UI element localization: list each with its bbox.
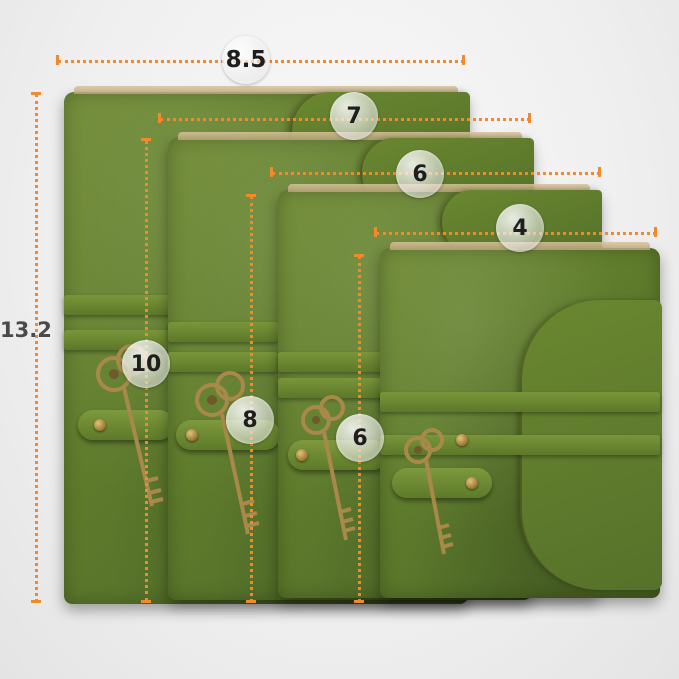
journal-medium-large-rivet [186,429,198,441]
width-badge-large: 8.5 [222,36,270,84]
journal-medium-rivet [296,449,308,461]
height-line-small-end [354,600,364,603]
journal-medium-strap [278,352,388,372]
height-line-medium-large-end [141,138,151,141]
key-icon [301,395,356,541]
width-line-medium-end [598,167,601,177]
width-line-medium-large-end [528,113,531,123]
width-line-medium-end [270,167,273,177]
journal-medium-large-strap [168,322,278,342]
journal-small-rivet-upper [456,434,468,446]
height-line-large [35,94,38,602]
height-line-medium-end [246,194,256,197]
width-line-small-end [374,227,377,237]
height-line-small-end [354,254,364,257]
height-line-large-end [31,92,41,95]
journal-small-strap-lower [380,435,660,455]
width-line-medium-large-end [158,113,161,123]
journal-large-rivet [94,419,106,431]
height-line-medium-large-end [141,600,151,603]
height-badge-medium-large: 10 [122,340,170,388]
width-badge-medium-large: 7 [330,92,378,140]
width-line-small-end [654,227,657,237]
height-line-large-end [31,600,41,603]
journal-large-strap [64,295,174,315]
key-icon [195,371,260,535]
height-line-medium-end [246,600,256,603]
key-icon [404,428,454,555]
width-badge-medium: 6 [396,150,444,198]
journal-small-strap [380,392,660,412]
height-badge-small: 6 [336,414,384,462]
width-line-large-end [56,55,59,65]
height-label-large: 13.2 [0,318,52,342]
width-badge-small: 4 [496,204,544,252]
width-line-large-end [462,55,465,65]
journal-small-rivet [466,477,478,489]
height-badge-medium: 8 [226,396,274,444]
